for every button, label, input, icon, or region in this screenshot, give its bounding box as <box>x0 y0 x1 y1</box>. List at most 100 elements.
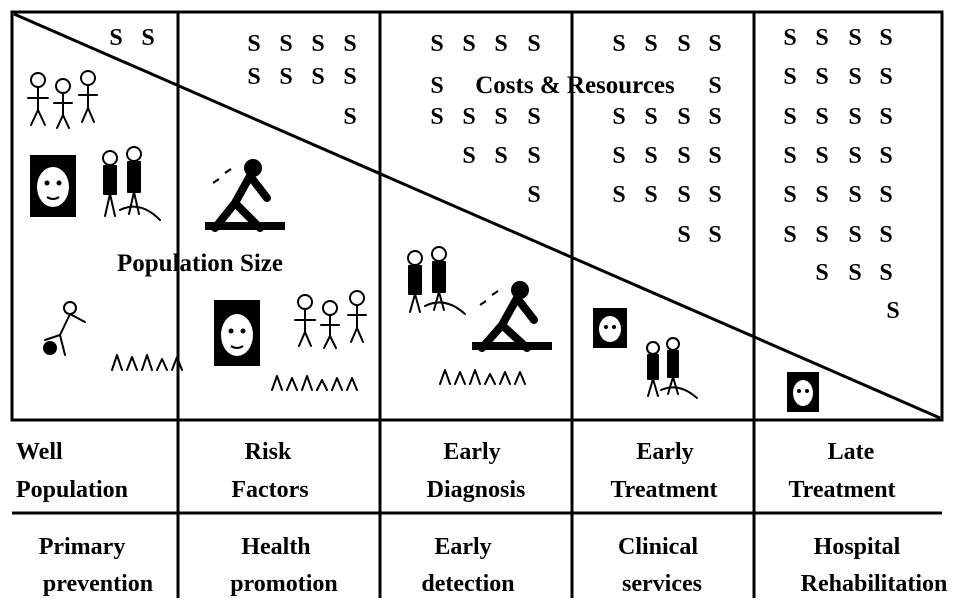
face-portrait-icon-4 <box>787 372 819 412</box>
dollar-symbol: S <box>247 64 260 90</box>
face-portrait-icon <box>30 155 76 217</box>
dollar-symbol: S <box>815 222 828 248</box>
dancing-people-icon <box>43 301 86 356</box>
stage-4-line1: Early <box>636 439 693 465</box>
dollar-symbol: S <box>879 25 892 51</box>
dollar-symbol: S <box>644 104 657 130</box>
dollar-symbol: S <box>677 104 690 130</box>
dollar-symbol: S <box>612 182 625 208</box>
dollar-symbol: S <box>815 104 828 130</box>
stage-3-line2: Diagnosis <box>427 477 526 503</box>
dollar-symbol: S <box>783 182 796 208</box>
service-2-line2: promotion <box>230 571 338 597</box>
stage-1-line1: Well <box>16 439 63 465</box>
dollar-symbol: S <box>247 31 260 57</box>
dollar-symbol: S <box>848 143 861 169</box>
dollar-symbol: S <box>708 31 721 57</box>
people-icons <box>27 70 819 412</box>
dollar-symbol: S <box>879 143 892 169</box>
dollar-symbol: S <box>343 64 356 90</box>
dollar-symbol: S <box>783 143 796 169</box>
stage-5-line2: Treatment <box>788 477 895 503</box>
dollar-symbol: S <box>430 73 443 99</box>
dollar-symbol: S <box>644 182 657 208</box>
services-row: Primary prevention Health promotion Earl… <box>39 534 948 597</box>
dollar-symbol: S <box>677 222 690 248</box>
dollar-symbol: S <box>848 260 861 286</box>
group-children-icon-2 <box>294 290 367 349</box>
dollar-symbol: S <box>879 64 892 90</box>
dollar-symbol: S <box>494 104 507 130</box>
dollar-symbol: S <box>311 64 324 90</box>
population-size-label: Population Size <box>117 250 283 277</box>
dollar-symbol: S <box>708 143 721 169</box>
dollar-symbol: S <box>708 182 721 208</box>
dollar-symbol: S <box>430 31 443 57</box>
dollar-symbol: S <box>708 73 721 99</box>
crowd-icon <box>111 354 183 371</box>
dollar-symbol: S <box>783 64 796 90</box>
stage-1-line2: Population <box>16 477 128 503</box>
dollar-symbol: S <box>494 31 507 57</box>
costs-resources-label: Costs & Resources <box>475 72 675 99</box>
service-2-line1: Health <box>241 534 310 560</box>
face-portrait-icon-3 <box>593 308 627 348</box>
stage-2-line2: Factors <box>231 477 308 503</box>
dollar-symbol: S <box>815 64 828 90</box>
stage-2-line1: Risk <box>245 439 292 465</box>
dollar-symbol: S <box>879 104 892 130</box>
dollar-symbol: S <box>815 182 828 208</box>
dollar-symbol: S <box>848 222 861 248</box>
dollar-symbol: S <box>783 104 796 130</box>
dollar-symbol: S <box>848 64 861 90</box>
service-4-line2: services <box>622 571 702 597</box>
family-group-icon <box>102 146 161 221</box>
service-1-line1: Primary <box>39 534 126 560</box>
dollar-symbol: S <box>644 31 657 57</box>
dollar-symbol: S <box>677 31 690 57</box>
dollar-symbol: S <box>612 143 625 169</box>
dollar-symbol: S <box>848 25 861 51</box>
dollar-symbol: S <box>462 104 475 130</box>
stage-4-line2: Treatment <box>610 477 717 503</box>
crowd-icon-3 <box>439 369 526 385</box>
dollar-symbol: S <box>783 25 796 51</box>
stage-3-line1: Early <box>443 439 500 465</box>
dollar-symbol: S <box>343 104 356 130</box>
dollar-symbol: S <box>644 143 657 169</box>
service-5-line2: Rehabilitation <box>801 571 948 597</box>
dollar-symbol: S <box>527 143 540 169</box>
service-1-line2: prevention <box>43 571 153 597</box>
dollar-symbol: S <box>677 143 690 169</box>
dollar-symbol: S <box>815 260 828 286</box>
service-5-line1: Hospital <box>814 534 901 560</box>
dollar-symbol: S <box>527 104 540 130</box>
dollar-symbol: S <box>677 182 690 208</box>
dollar-symbol: S <box>462 31 475 57</box>
dollar-symbol: S <box>279 64 292 90</box>
dollar-symbol: S <box>462 143 475 169</box>
dollar-symbol: S <box>141 25 154 51</box>
dollar-symbol: S <box>311 31 324 57</box>
service-3-line1: Early <box>434 534 491 560</box>
dollar-symbol: S <box>708 104 721 130</box>
family-group-icon-2 <box>407 246 466 315</box>
service-4-line1: Clinical <box>618 534 698 560</box>
group-children-icon <box>27 70 98 129</box>
crowd-icon-2 <box>271 375 358 391</box>
dollar-symbol: S <box>612 31 625 57</box>
stage-5-line1: Late <box>828 439 875 465</box>
dollar-symbol: S <box>815 143 828 169</box>
dollar-symbol: S <box>494 143 507 169</box>
dollar-symbol: S <box>879 182 892 208</box>
face-portrait-icon-2 <box>214 300 260 366</box>
stage-labels-row: Well Population Risk Factors Early Diagn… <box>16 439 896 503</box>
service-3-line2: detection <box>421 571 514 597</box>
dollar-symbol: S <box>430 104 443 130</box>
dollar-symbol: S <box>527 31 540 57</box>
dollar-symbol: S <box>279 31 292 57</box>
dollar-symbol: S <box>109 25 122 51</box>
exercise-figure-icon <box>205 159 285 232</box>
